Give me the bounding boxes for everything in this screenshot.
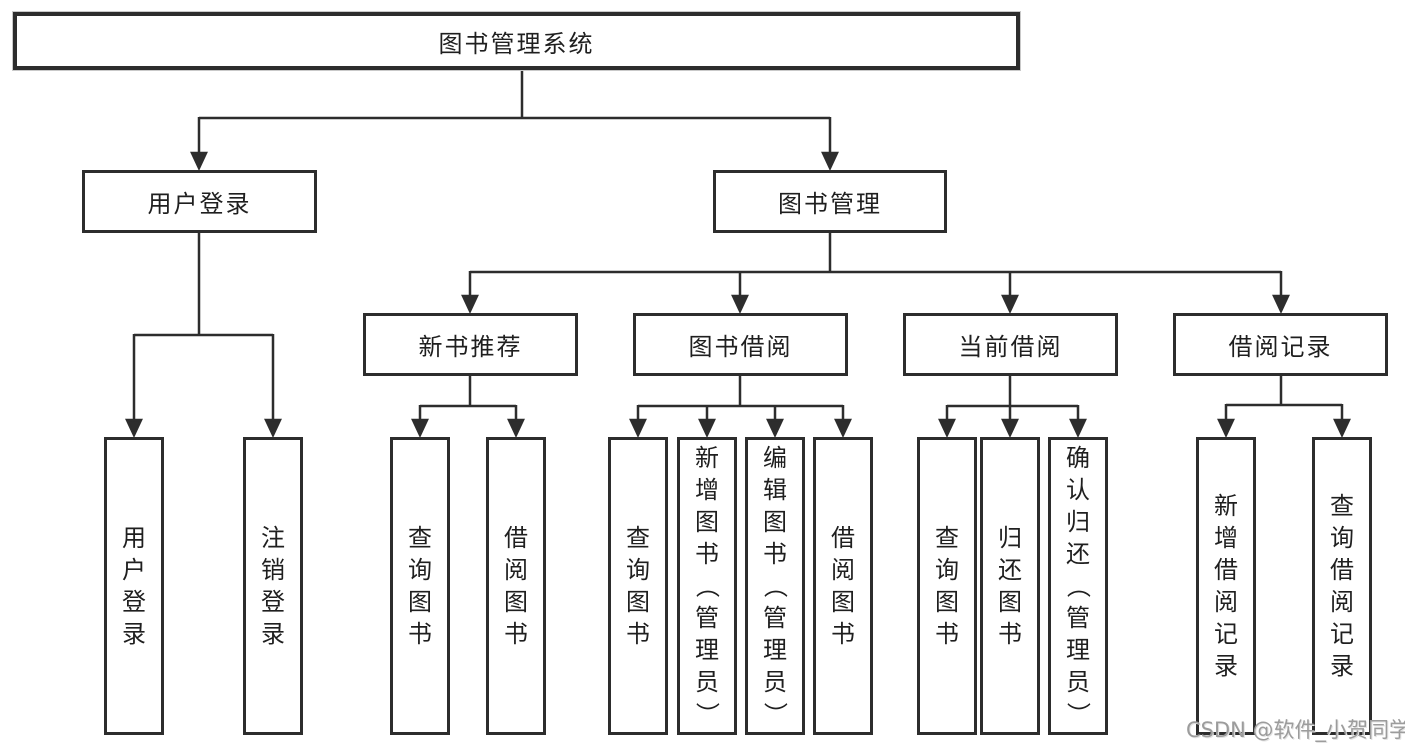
leaf-query-borrow-record: 查询借阅记录 bbox=[1312, 437, 1372, 735]
node-book-borrowing: 图书借阅 bbox=[633, 313, 848, 376]
node-label: 图书借阅 bbox=[688, 333, 793, 361]
leaf-label: 查询图书 bbox=[626, 524, 650, 648]
leaf-borrow-books: 借阅图书 bbox=[486, 437, 546, 735]
leaf-label: 编辑图书（管理员） bbox=[761, 444, 789, 726]
csdn-watermark: CSDN @软件_小贺同学 bbox=[1186, 718, 1405, 742]
leaf-label: 确认归还（管理员） bbox=[1064, 444, 1092, 726]
leaf-user-login: 用户登录 bbox=[104, 437, 164, 735]
node-label: 图书管理系统 bbox=[438, 29, 595, 58]
leaf-label: 查询图书 bbox=[935, 524, 959, 648]
node-new-book-recommendation: 新书推荐 bbox=[363, 313, 578, 376]
node-label: 用户登录 bbox=[147, 190, 252, 218]
leaf-label: 借阅图书 bbox=[504, 524, 528, 648]
leaf-label: 查询借阅记录 bbox=[1330, 492, 1354, 680]
leaf-confirm-return-admin: 确认归还（管理员） bbox=[1048, 437, 1108, 735]
node-label: 借阅记录 bbox=[1228, 333, 1333, 361]
node-book-management: 图书管理 bbox=[713, 170, 947, 233]
leaf-logout: 注销登录 bbox=[243, 437, 303, 735]
leaf-query-books: 查询图书 bbox=[390, 437, 450, 735]
node-borrowing-records: 借阅记录 bbox=[1173, 313, 1388, 376]
leaf-label: 注销登录 bbox=[261, 524, 285, 648]
node-user-login: 用户登录 bbox=[82, 170, 317, 233]
leaf-query-books: 查询图书 bbox=[917, 437, 977, 735]
leaf-label: 查询图书 bbox=[408, 524, 432, 648]
node-label: 新书推荐 bbox=[418, 333, 523, 361]
leaf-edit-books-admin: 编辑图书（管理员） bbox=[745, 437, 805, 735]
node-label: 图书管理 bbox=[778, 190, 882, 218]
leaf-label: 用户登录 bbox=[122, 524, 146, 648]
leaf-add-books-admin: 新增图书（管理员） bbox=[677, 437, 737, 735]
node-current-borrowing: 当前借阅 bbox=[903, 313, 1118, 376]
leaf-borrow-books: 借阅图书 bbox=[813, 437, 873, 735]
leaf-query-books: 查询图书 bbox=[608, 437, 668, 735]
node-library-management-system: 图书管理系统 bbox=[13, 12, 1020, 70]
leaf-return-books: 归还图书 bbox=[980, 437, 1040, 735]
leaf-label: 归还图书 bbox=[998, 524, 1022, 648]
leaf-label: 新增借阅记录 bbox=[1214, 492, 1238, 680]
node-label: 当前借阅 bbox=[958, 333, 1063, 361]
leaf-add-borrow-record: 新增借阅记录 bbox=[1196, 437, 1256, 735]
leaf-label: 借阅图书 bbox=[831, 524, 855, 648]
leaf-label: 新增图书（管理员） bbox=[693, 444, 721, 726]
